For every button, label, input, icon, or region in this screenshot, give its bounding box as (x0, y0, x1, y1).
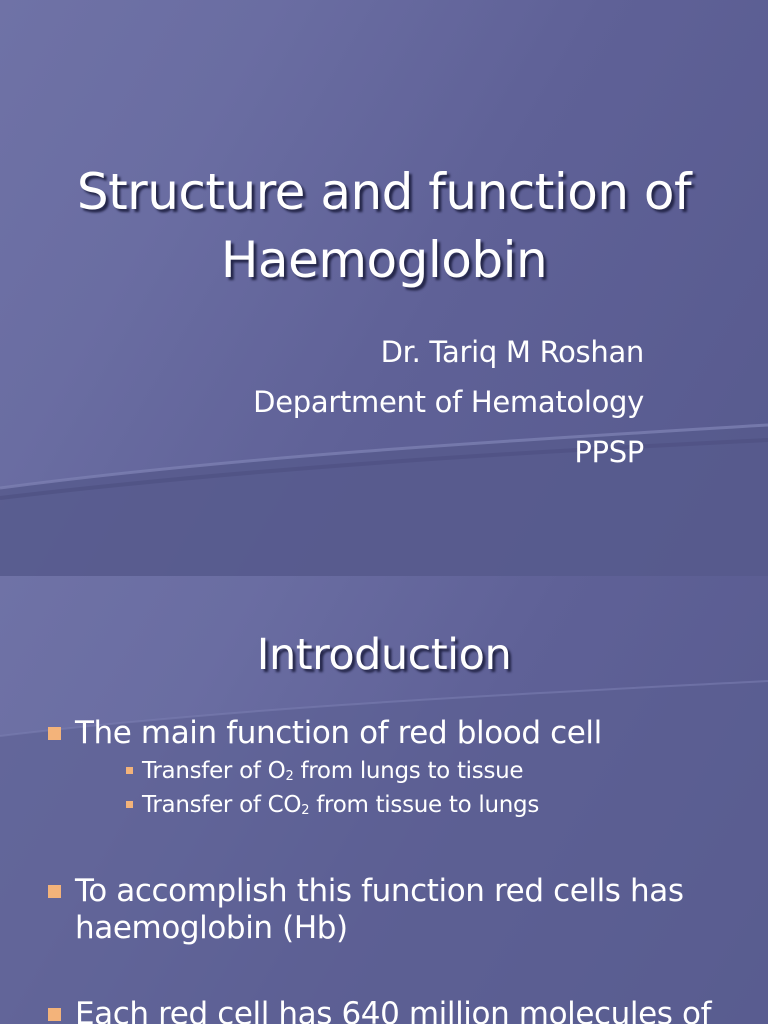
slide-title-line-2: Haemoglobin (220, 231, 548, 289)
bullet-text: Each red cell has 640 million molecules … (75, 996, 712, 1024)
background-wave (0, 680, 768, 1024)
author-name: Dr. Tariq M Roshan (380, 335, 645, 369)
bullet-molecule-count: Each red cell has 640 million molecules … (48, 996, 712, 1024)
slide-title-line-1: Structure and function of (76, 163, 692, 221)
subscript: 2 (301, 803, 310, 818)
sub-bullet-text: Transfer of O (142, 758, 286, 784)
sub-bullet-carbon-dioxide: Transfer of CO2 from tissue to lungs (126, 790, 540, 826)
sub-bullet-text: Transfer of CO (142, 792, 302, 818)
sub-bullet-oxygen: Transfer of O2 from lungs to tissue (126, 756, 524, 792)
bullet-square-icon (48, 1008, 61, 1021)
department-name: Department of Hematology (253, 385, 644, 419)
introduction-slide: Introduction The main function of red bl… (0, 576, 768, 1024)
bullet-accomplish-function: To accomplish this function red cells ha… (48, 873, 684, 910)
institution-name: PPSP (574, 435, 644, 469)
bullet-accomplish-function-continued: haemoglobin (Hb) (75, 910, 348, 947)
slide-heading: Introduction (256, 630, 512, 680)
background-wave (0, 423, 768, 576)
bullet-text: To accomplish this function red cells ha… (75, 873, 684, 909)
bullet-square-icon (126, 801, 133, 808)
bullet-main-function: The main function of red blood cell (48, 715, 602, 752)
sub-bullet-text: from tissue to lungs (309, 792, 540, 818)
title-slide: Structure and function of Haemoglobin Dr… (0, 0, 768, 576)
bullet-square-icon (48, 885, 61, 898)
bullet-square-icon (48, 727, 61, 740)
bullet-square-icon (126, 767, 133, 774)
subscript: 2 (285, 769, 294, 784)
bullet-text: The main function of red blood cell (75, 715, 602, 751)
sub-bullet-text: from lungs to tissue (293, 758, 524, 784)
bullet-text: haemoglobin (Hb) (75, 910, 348, 946)
